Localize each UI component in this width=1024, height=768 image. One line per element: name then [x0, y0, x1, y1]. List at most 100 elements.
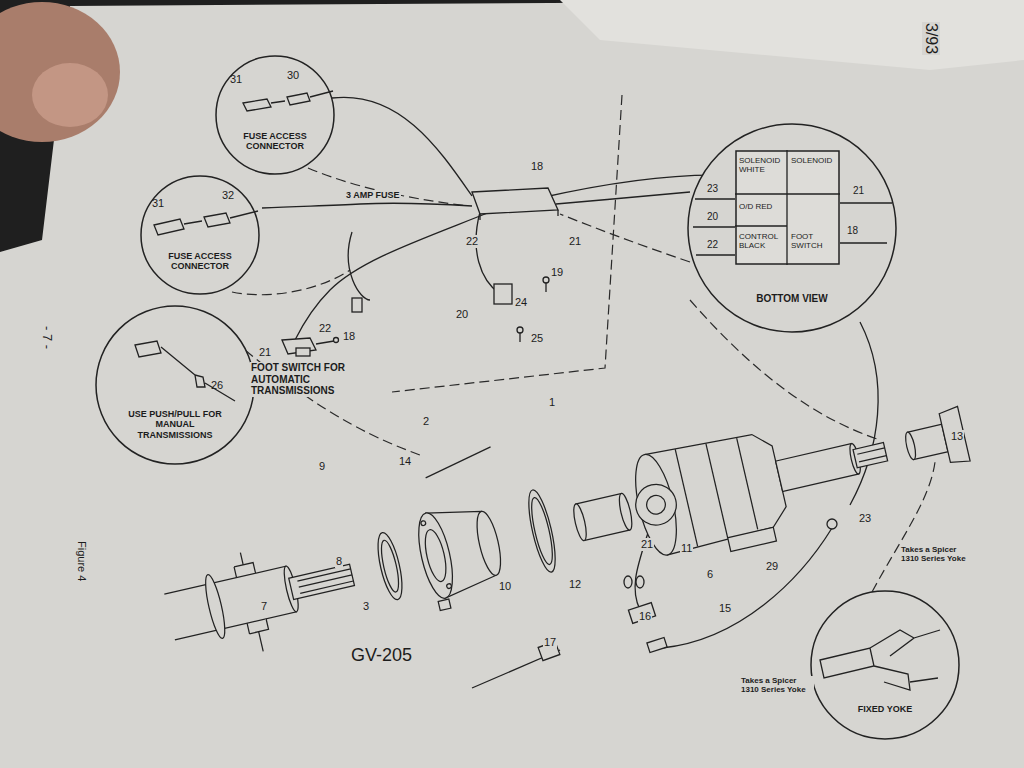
foot-switch — [296, 348, 310, 356]
wiring — [348, 232, 370, 300]
overdrive-assembly — [728, 527, 777, 551]
callout-number: 23 — [858, 512, 872, 525]
control-module — [519, 333, 520, 342]
control-module — [545, 283, 546, 292]
overdrive-assembly — [234, 563, 255, 578]
foot-switch — [282, 338, 339, 357]
node-label: SOLENOID WHITE — [739, 156, 784, 174]
node-label: FOOT SWITCH — [791, 232, 836, 250]
node-outline — [140, 175, 260, 295]
annotation-text: FOOT SWITCH FOR AUTOMATIC TRANSMISSIONS — [250, 362, 370, 397]
control-module — [352, 298, 362, 312]
wiring — [850, 322, 878, 505]
control-module — [479, 214, 480, 220]
annotation-text: GV-205 — [350, 645, 413, 666]
callout-number: 31 — [152, 197, 164, 210]
control-module — [557, 210, 558, 216]
callout-number: 1 — [548, 396, 556, 409]
callout-number: 6 — [706, 568, 714, 581]
control-module — [517, 327, 523, 333]
outline-shape — [811, 591, 959, 739]
inset-drawing — [135, 341, 235, 401]
callout-number: 3 — [362, 600, 370, 613]
leader-lines — [872, 462, 935, 592]
overdrive-assembly — [523, 488, 560, 574]
speedo-cable — [827, 519, 837, 529]
callout-number: 23 — [707, 183, 718, 195]
node-label: USE PUSH/PULL FOR MANUAL TRANSMISSIONS — [117, 409, 233, 440]
overdrive-assembly — [202, 573, 229, 640]
overdrive-assembly — [472, 509, 505, 577]
callout-number: 21 — [568, 235, 582, 248]
callout-number: 25 — [530, 332, 544, 345]
overdrive-assembly — [240, 553, 243, 565]
overdrive-assembly — [247, 619, 268, 634]
leader-lines — [392, 95, 622, 392]
overdrive-assembly — [628, 451, 685, 559]
overdrive-assembly — [373, 531, 407, 602]
overdrive-assembly — [938, 406, 970, 465]
overdrive-assembly — [259, 632, 264, 652]
leader-lines — [232, 270, 350, 295]
node-label: FIXED YOKE — [845, 704, 925, 714]
speedo-cable — [647, 637, 667, 652]
callout-number: 12 — [568, 578, 582, 591]
overdrive-assembly — [422, 447, 494, 478]
node-label: O/D RED — [739, 202, 784, 211]
overdrive-assembly — [706, 444, 728, 538]
speedo-cable — [624, 576, 632, 588]
node-label: SOLENOID — [791, 156, 836, 165]
overdrive-assembly — [412, 510, 459, 601]
photo-background — [0, 2, 120, 142]
overdrive-assembly — [527, 496, 556, 566]
callout-number: 21 — [258, 346, 272, 359]
overdrive-assembly — [446, 583, 452, 589]
callout-circle: 31 30FUSE ACCESS CONNECTOR — [215, 55, 335, 175]
overdrive-assembly — [438, 599, 451, 611]
wiring — [556, 192, 690, 204]
overdrive-assembly — [571, 503, 589, 542]
wiring — [295, 212, 490, 340]
leader-lines — [308, 168, 468, 206]
callout-number: 26 — [211, 379, 223, 392]
overdrive-assembly — [617, 492, 635, 531]
annotation-text: Figure 4 — [75, 540, 88, 582]
leader-lines — [560, 214, 690, 262]
control-module — [472, 188, 558, 214]
overdrive-assembly — [776, 444, 859, 492]
callout-number: 32 — [222, 189, 234, 202]
overdrive-assembly — [297, 569, 350, 581]
callout-number: 21 — [640, 538, 654, 551]
overdrive-assembly — [737, 438, 758, 529]
overdrive-assembly — [857, 448, 884, 454]
callout-number: 11 — [680, 542, 693, 555]
overdrive-assembly — [675, 449, 697, 546]
callout-number: 31 — [230, 73, 242, 86]
overdrive-assembly — [421, 520, 427, 526]
outline-shape — [96, 306, 254, 464]
foot-switch — [334, 338, 339, 343]
node-label: FUSE ACCESS CONNECTOR — [160, 251, 240, 272]
overdrive-assembly — [164, 566, 296, 640]
outline-shape — [736, 151, 839, 264]
node-outline — [810, 590, 960, 740]
overdrive-assembly — [645, 493, 667, 515]
node-label: FUSE ACCESS CONNECTOR — [235, 131, 315, 152]
speedo-cable — [636, 576, 644, 588]
callout-number: 21 — [853, 185, 864, 197]
inset-drawing — [243, 91, 333, 111]
inset-drawing — [154, 211, 258, 235]
overdrive-assembly — [859, 456, 886, 462]
callout-number: 30 — [287, 69, 299, 82]
foot-switch — [316, 341, 334, 344]
callout-number: 20 — [707, 211, 718, 223]
node-label: BOTTOM VIEW — [687, 293, 897, 305]
callout-number: 9 — [318, 460, 326, 473]
overdrive-assembly — [300, 581, 353, 593]
wiring — [476, 212, 500, 294]
callout-number: 2 — [422, 415, 430, 428]
photo-background — [560, 0, 1024, 70]
outline-shape — [688, 124, 896, 332]
